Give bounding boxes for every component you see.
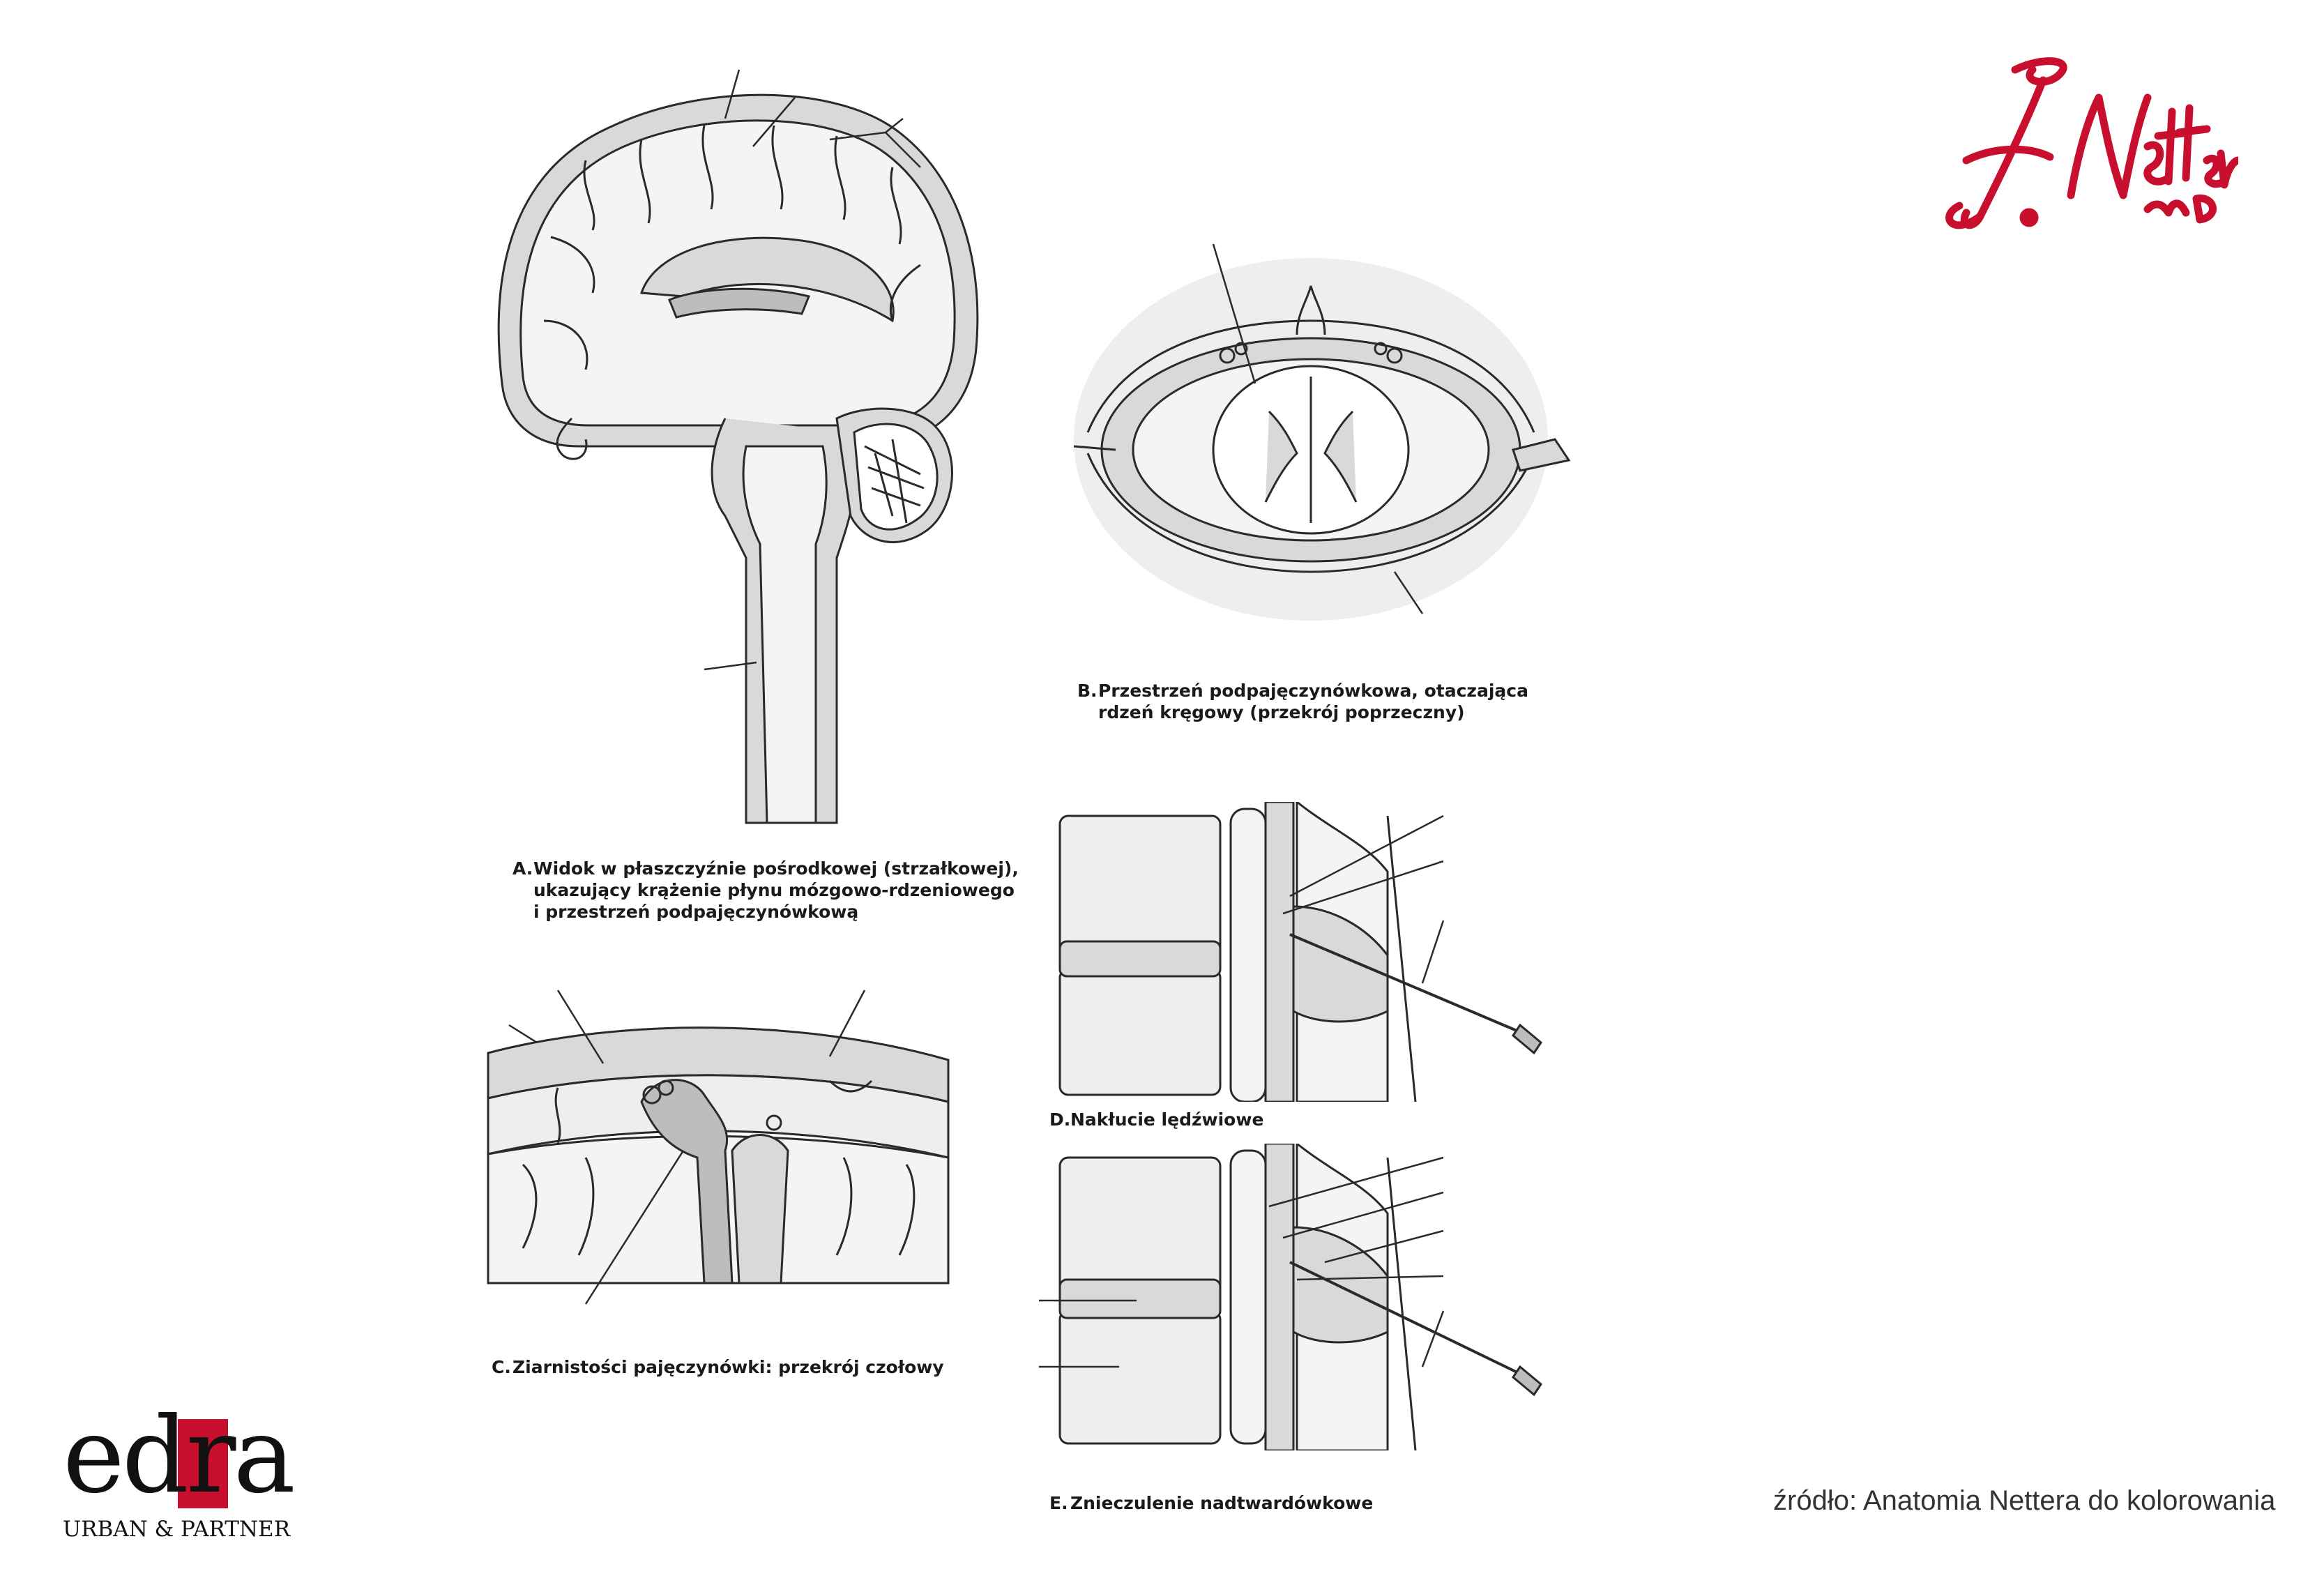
caption-e-line1: Znieczulenie nadtwardówkowe (1070, 1493, 1374, 1513)
caption-e-letter: E. (1049, 1493, 1068, 1513)
caption-a: A.Widok w płaszczyźnie pośrodkowej (strz… (512, 858, 1019, 923)
caption-a-line3: i przestrzeń podpajęczynówkową (533, 902, 859, 922)
caption-d-line1: Nakłucie lędźwiowe (1070, 1109, 1264, 1130)
caption-e: E.Znieczulenie nadtwardówkowe (1049, 1492, 1373, 1514)
panel-e-epidural-anesthesia (1032, 1144, 1555, 1450)
caption-c-line1: Ziarnistości pajęczynówki: przekrój czoł… (512, 1357, 944, 1377)
source-credit: źródło: Anatomia Nettera do kolorowania (1773, 1485, 2276, 1516)
caption-a-line1: Widok w płaszczyźnie pośrodkowej (strzał… (533, 858, 1019, 879)
edra-logo-red-block (178, 1419, 228, 1508)
edra-logo: edra URBAN & PARTNER (63, 1404, 296, 1542)
spinal-cross-section-illustration (1073, 243, 1571, 621)
panel-d-lumbar-puncture (1039, 802, 1555, 1102)
caption-c-letter: C. (492, 1357, 511, 1377)
panel-c-arachnoid-granulations (481, 976, 955, 1325)
arachnoid-granulations-illustration (487, 990, 950, 1305)
panel-b-spinal-cross-section (1067, 209, 1618, 669)
caption-d: D.Nakłucie lędźwiowe (1049, 1109, 1263, 1130)
caption-b: B.Przestrzeń podpajęczynówkowa, otaczają… (1077, 680, 1528, 723)
caption-d-letter: D. (1049, 1109, 1071, 1130)
epidural-anesthesia-illustration (1039, 1144, 1542, 1450)
edra-logo-subtitle: URBAN & PARTNER (63, 1517, 291, 1542)
caption-b-line1: Przestrzeń podpajęczynówkowa, otaczająca (1098, 681, 1528, 701)
panel-a-sagittal-brain (474, 56, 1025, 844)
caption-a-line2: ukazujący krążenie płynu mózgowo-rdzenio… (533, 880, 1015, 900)
sagittal-brain-illustration (497, 69, 979, 824)
netter-signature (1938, 56, 2242, 244)
caption-c: C.Ziarnistości pajęczynówki: przekrój cz… (492, 1356, 944, 1378)
caption-b-letter: B. (1077, 681, 1098, 701)
edra-logo-word: edra (63, 1395, 296, 1517)
netter-signature-mark (1945, 57, 2242, 229)
lumbar-puncture-illustration (1058, 802, 1542, 1102)
caption-b-line2: rdzeń kręgowy (przekrój poprzeczny) (1098, 702, 1465, 722)
caption-a-letter: A. (512, 858, 533, 879)
